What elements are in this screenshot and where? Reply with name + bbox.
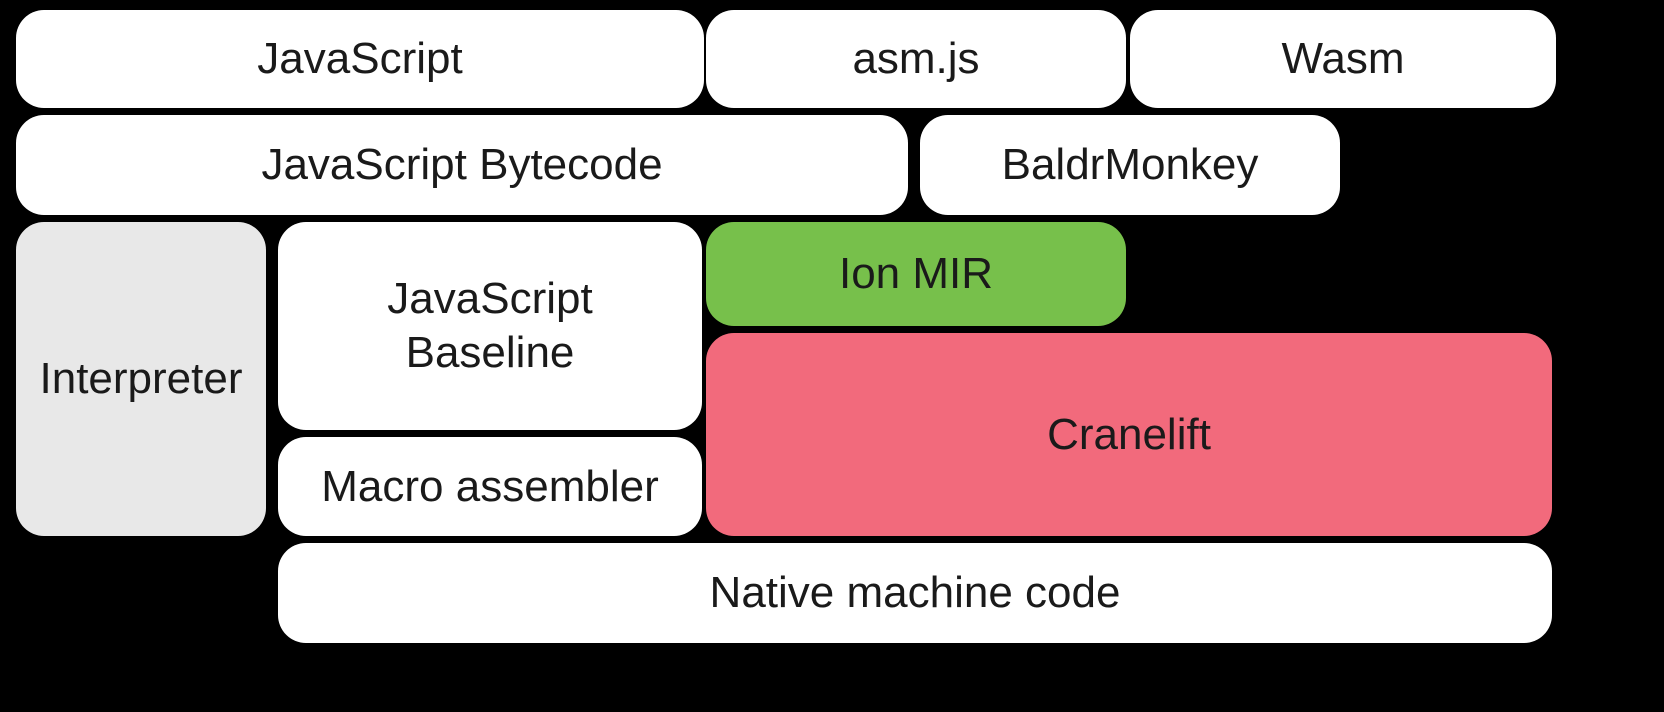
node-javascript-bytecode: JavaScript Bytecode <box>16 115 908 215</box>
node-macro-assembler-label: Macro assembler <box>321 461 659 511</box>
node-interpreter: Interpreter <box>16 222 266 536</box>
node-native-machine-code: Native machine code <box>278 543 1552 643</box>
node-cranelift: Cranelift <box>706 333 1552 536</box>
node-javascript-baseline: JavaScript Baseline <box>278 222 702 430</box>
node-asmjs: asm.js <box>706 10 1126 108</box>
node-ion-mir: Ion MIR <box>706 222 1126 326</box>
node-macro-assembler: Macro assembler <box>278 437 702 536</box>
node-javascript: JavaScript <box>16 10 704 108</box>
node-interpreter-label: Interpreter <box>39 354 243 404</box>
node-native-machine-code-label: Native machine code <box>709 568 1121 618</box>
node-asmjs-label: asm.js <box>852 34 980 84</box>
node-cranelift-label: Cranelift <box>1047 409 1211 459</box>
node-javascript-bytecode-label: JavaScript Bytecode <box>261 140 663 190</box>
node-wasm-label: Wasm <box>1281 34 1405 84</box>
node-baldrmonkey: BaldrMonkey <box>920 115 1340 215</box>
node-ion-mir-label: Ion MIR <box>838 249 994 299</box>
node-wasm: Wasm <box>1130 10 1556 108</box>
node-javascript-baseline-label: JavaScript Baseline <box>387 274 593 377</box>
node-baldrmonkey-label: BaldrMonkey <box>1001 140 1259 190</box>
node-javascript-label: JavaScript <box>257 34 463 84</box>
